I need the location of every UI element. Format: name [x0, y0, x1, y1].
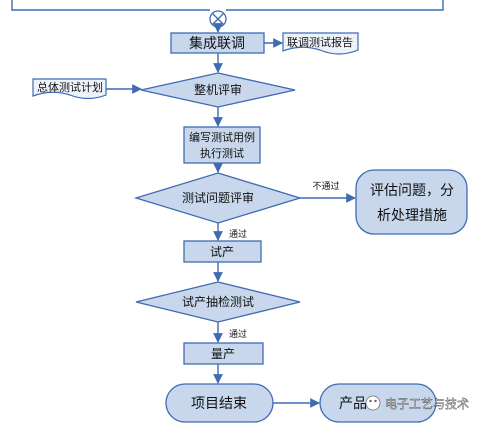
integration-label: 集成联调 — [189, 35, 245, 52]
sampling-test-label: 试产抽检测试 — [182, 294, 254, 309]
evaluate-box: 评估问题，分 析处理措施 — [355, 169, 468, 235]
issue-review-label: 测试问题评审 — [182, 190, 254, 205]
mass-production-box: 量产 — [183, 342, 264, 365]
watermark: 电子工艺与技术 — [365, 395, 469, 411]
sampling-test-decision: 试产抽检测试 — [135, 281, 301, 323]
watermark-text: 电子工艺与技术 — [385, 397, 469, 411]
machine-review-decision: 整机评审 — [140, 72, 296, 108]
write-cases-box: 编写测试用例 执行测试 — [183, 126, 261, 164]
mass-production-label: 量产 — [211, 347, 235, 361]
trial-production-label: 试产 — [210, 244, 234, 259]
report-document: 联调测试报告 — [282, 32, 359, 55]
integration-box: 集成联调 — [170, 32, 265, 54]
issue-review-decision: 测试问题评审 — [133, 172, 303, 224]
machine-review-label: 整机评审 — [194, 82, 242, 97]
top-right-line — [226, 0, 444, 11]
report-label: 联调测试报告 — [287, 35, 353, 49]
project-end-box: 项目结束 — [165, 383, 274, 423]
project-end-label: 项目结束 — [191, 396, 247, 412]
junction-symbol — [209, 10, 227, 28]
evaluate-line2: 析处理措施 — [377, 208, 447, 224]
top-left-line — [11, 0, 210, 11]
pass-label-2: 通过 — [229, 328, 247, 340]
overall-plan-document: 总体测试计划 — [32, 78, 107, 100]
write-cases-line2: 执行测试 — [200, 146, 244, 160]
pass-label-1: 通过 — [229, 228, 247, 240]
overall-plan-label: 总体测试计划 — [37, 80, 103, 94]
trial-production-box: 试产 — [183, 240, 262, 263]
evaluate-line1: 评估问题，分 — [370, 183, 454, 199]
fail-label: 不通过 — [312, 180, 339, 192]
product-label: 产品 — [339, 396, 367, 412]
write-cases-line1: 编写测试用例 — [189, 130, 255, 144]
